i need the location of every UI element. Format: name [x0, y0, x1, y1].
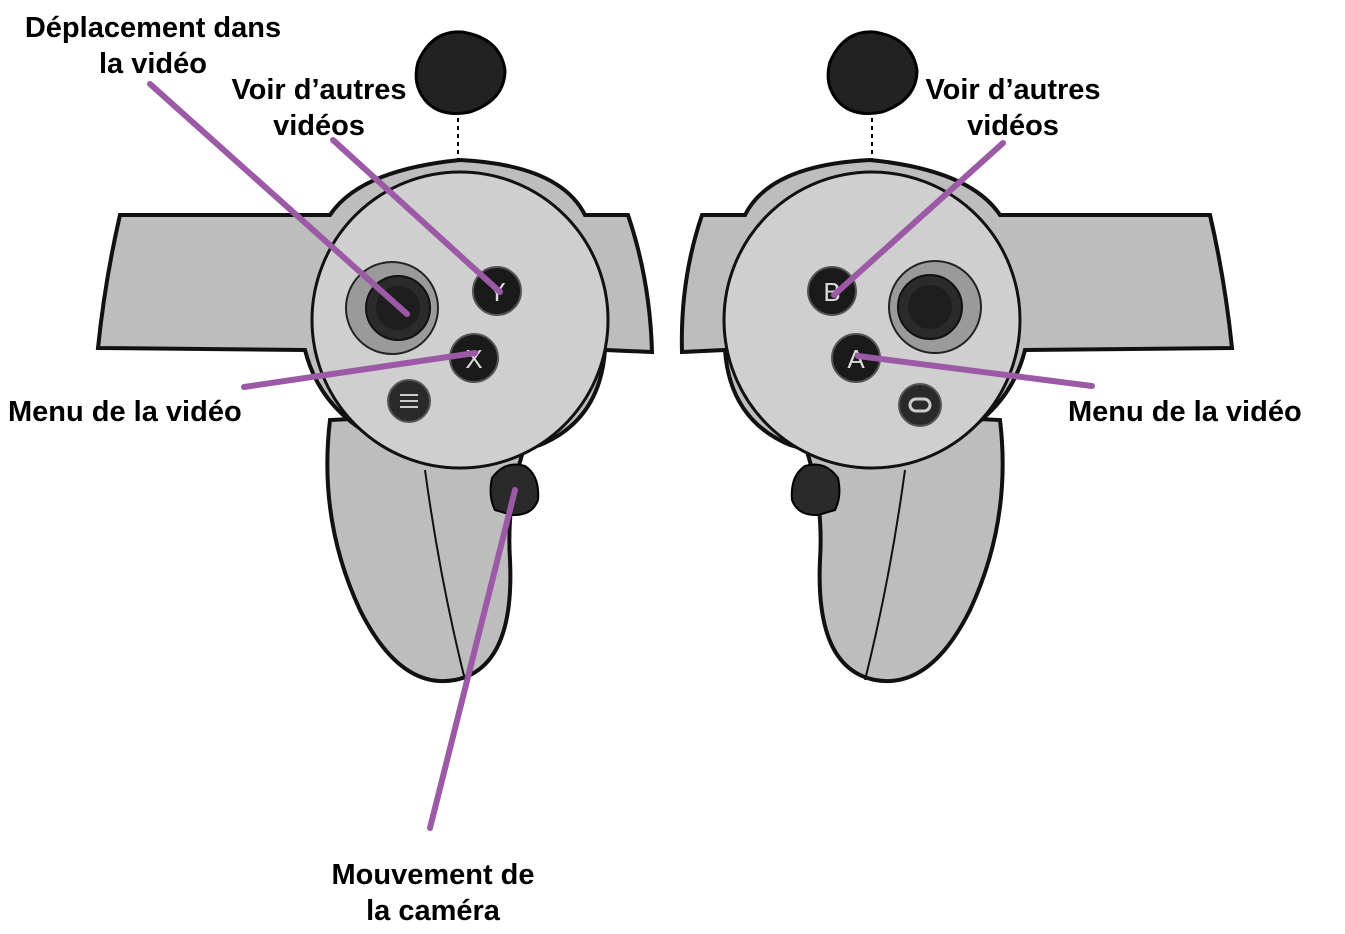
- label-grip-line1: Mouvement de: [308, 857, 558, 893]
- label-left-x-text: Menu de la vidéo: [8, 394, 270, 430]
- right-grip-button: [792, 465, 840, 516]
- label-grip: Mouvement de la caméra: [308, 857, 558, 929]
- label-left-y-line1: Voir d’autres: [214, 72, 424, 108]
- left-thumbstick: [346, 262, 438, 354]
- label-right-b-line2: vidéos: [908, 108, 1118, 144]
- right-trigger: [828, 32, 917, 114]
- label-left-x-button: Menu de la vidéo: [8, 394, 270, 430]
- label-right-a-text: Menu de la vidéo: [1068, 394, 1330, 430]
- left-trigger: [416, 32, 505, 114]
- label-left-y-line2: vidéos: [214, 108, 424, 144]
- label-right-b-line1: Voir d’autres: [908, 72, 1118, 108]
- right-b-button: B: [808, 267, 856, 315]
- label-right-a-button: Menu de la vidéo: [1068, 394, 1330, 430]
- left-x-glyph: X: [465, 344, 482, 374]
- right-thumbstick: [889, 261, 981, 353]
- label-grip-line2: la caméra: [308, 893, 558, 929]
- label-right-b-button: Voir d’autres vidéos: [908, 72, 1118, 144]
- label-thumbstick-line1: Déplacement dans: [8, 10, 298, 46]
- hamburger-icon: [388, 380, 430, 422]
- oculus-icon: [899, 384, 941, 426]
- label-left-y-button: Voir d’autres vidéos: [214, 72, 424, 144]
